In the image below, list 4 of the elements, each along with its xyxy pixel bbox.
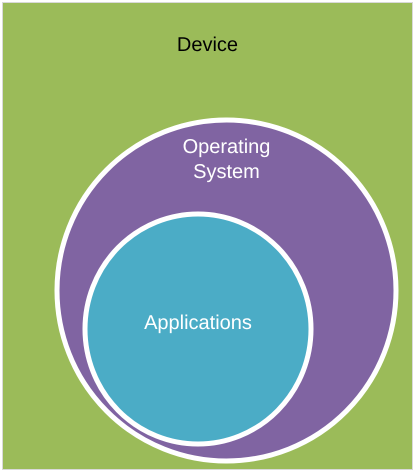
applications-label: Applications xyxy=(144,312,252,334)
device-panel xyxy=(2,2,413,470)
os-label: Operating System xyxy=(182,136,270,183)
device-label: Device xyxy=(176,34,238,56)
